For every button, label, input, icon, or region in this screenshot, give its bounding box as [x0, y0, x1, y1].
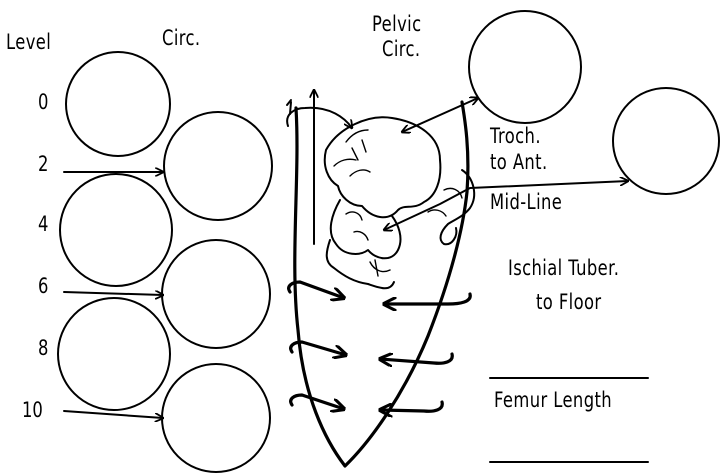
level-number: 10	[22, 398, 43, 422]
limb-circ-arrows	[289, 282, 470, 411]
circle-level-8	[58, 298, 170, 410]
arrow-level-10	[64, 411, 163, 418]
level-number: 0	[38, 90, 48, 114]
circle-level-0	[66, 52, 170, 156]
pelvic-circ-label-line1: Pelvic	[372, 12, 422, 36]
arrow-level-6	[64, 292, 163, 295]
pelvic-circ-circle	[469, 11, 581, 123]
pelvic-top-hook	[287, 100, 291, 114]
level-header: Level	[6, 30, 51, 54]
troch-circle	[613, 88, 719, 194]
troch-label-line1: Troch.	[490, 124, 541, 148]
circle-level-10	[162, 364, 270, 472]
circ-header: Circ.	[162, 26, 201, 50]
level-number: 2	[38, 152, 48, 176]
pelvic-circ-label-line2: Circ.	[382, 37, 421, 61]
level-number: 8	[38, 336, 48, 360]
troch-label-line3: Mid-Line	[490, 190, 562, 214]
ischial-label-line1: Ischial Tuber.	[508, 256, 619, 280]
ischial-label-line2: to Floor	[536, 290, 602, 314]
circle-level-6	[162, 240, 270, 348]
circumference-circles	[58, 52, 272, 472]
circle-level-4	[60, 174, 172, 286]
femur-length-label: Femur Length	[494, 388, 612, 412]
level-number: 4	[38, 212, 48, 236]
level-number: 6	[38, 274, 48, 298]
level-arrows	[64, 172, 163, 418]
troch-label-line2: to Ant.	[490, 150, 548, 174]
circle-level-2	[164, 112, 272, 220]
